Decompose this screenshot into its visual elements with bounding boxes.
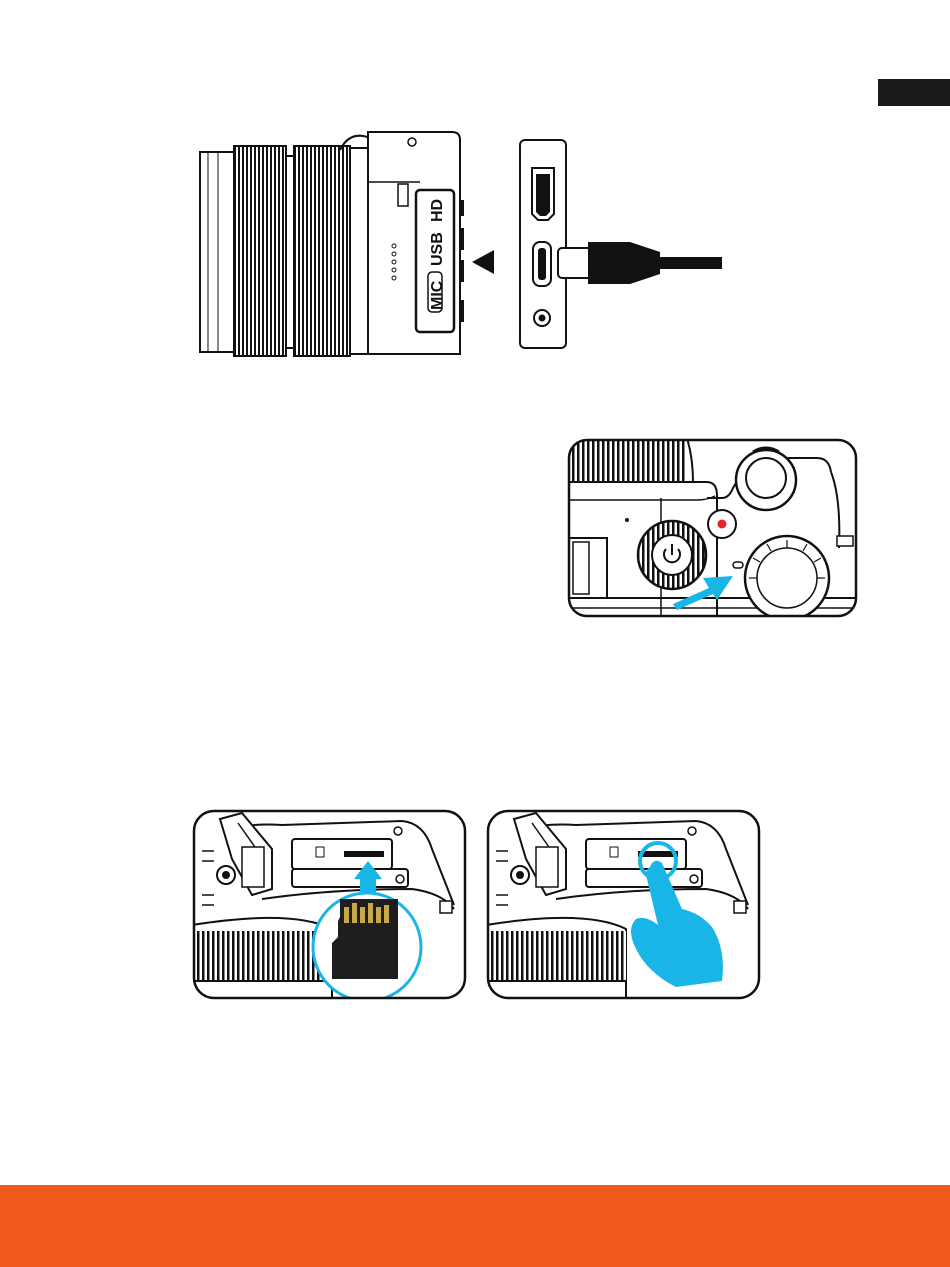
indicator-led	[733, 562, 743, 568]
figure-usb-connection: MIC USB HD	[190, 120, 750, 365]
port-label-hd: HD	[429, 199, 446, 222]
focus-ring	[234, 146, 286, 356]
zoom-ring	[294, 146, 350, 356]
figure-power-button	[567, 438, 858, 618]
language-tab	[878, 79, 950, 106]
figure-insert-sd-card	[192, 809, 467, 1000]
port-label-usb: USB	[429, 232, 446, 266]
usb-c-plug	[558, 248, 592, 278]
sd-card-icon	[332, 899, 398, 979]
usb-c-cable	[588, 242, 660, 284]
figure-push-sd-card	[486, 809, 761, 1000]
footer-bar	[0, 1185, 950, 1267]
lens-front	[200, 152, 234, 352]
port-label-mic: MIC	[429, 280, 446, 310]
arrow-icon	[472, 250, 494, 274]
